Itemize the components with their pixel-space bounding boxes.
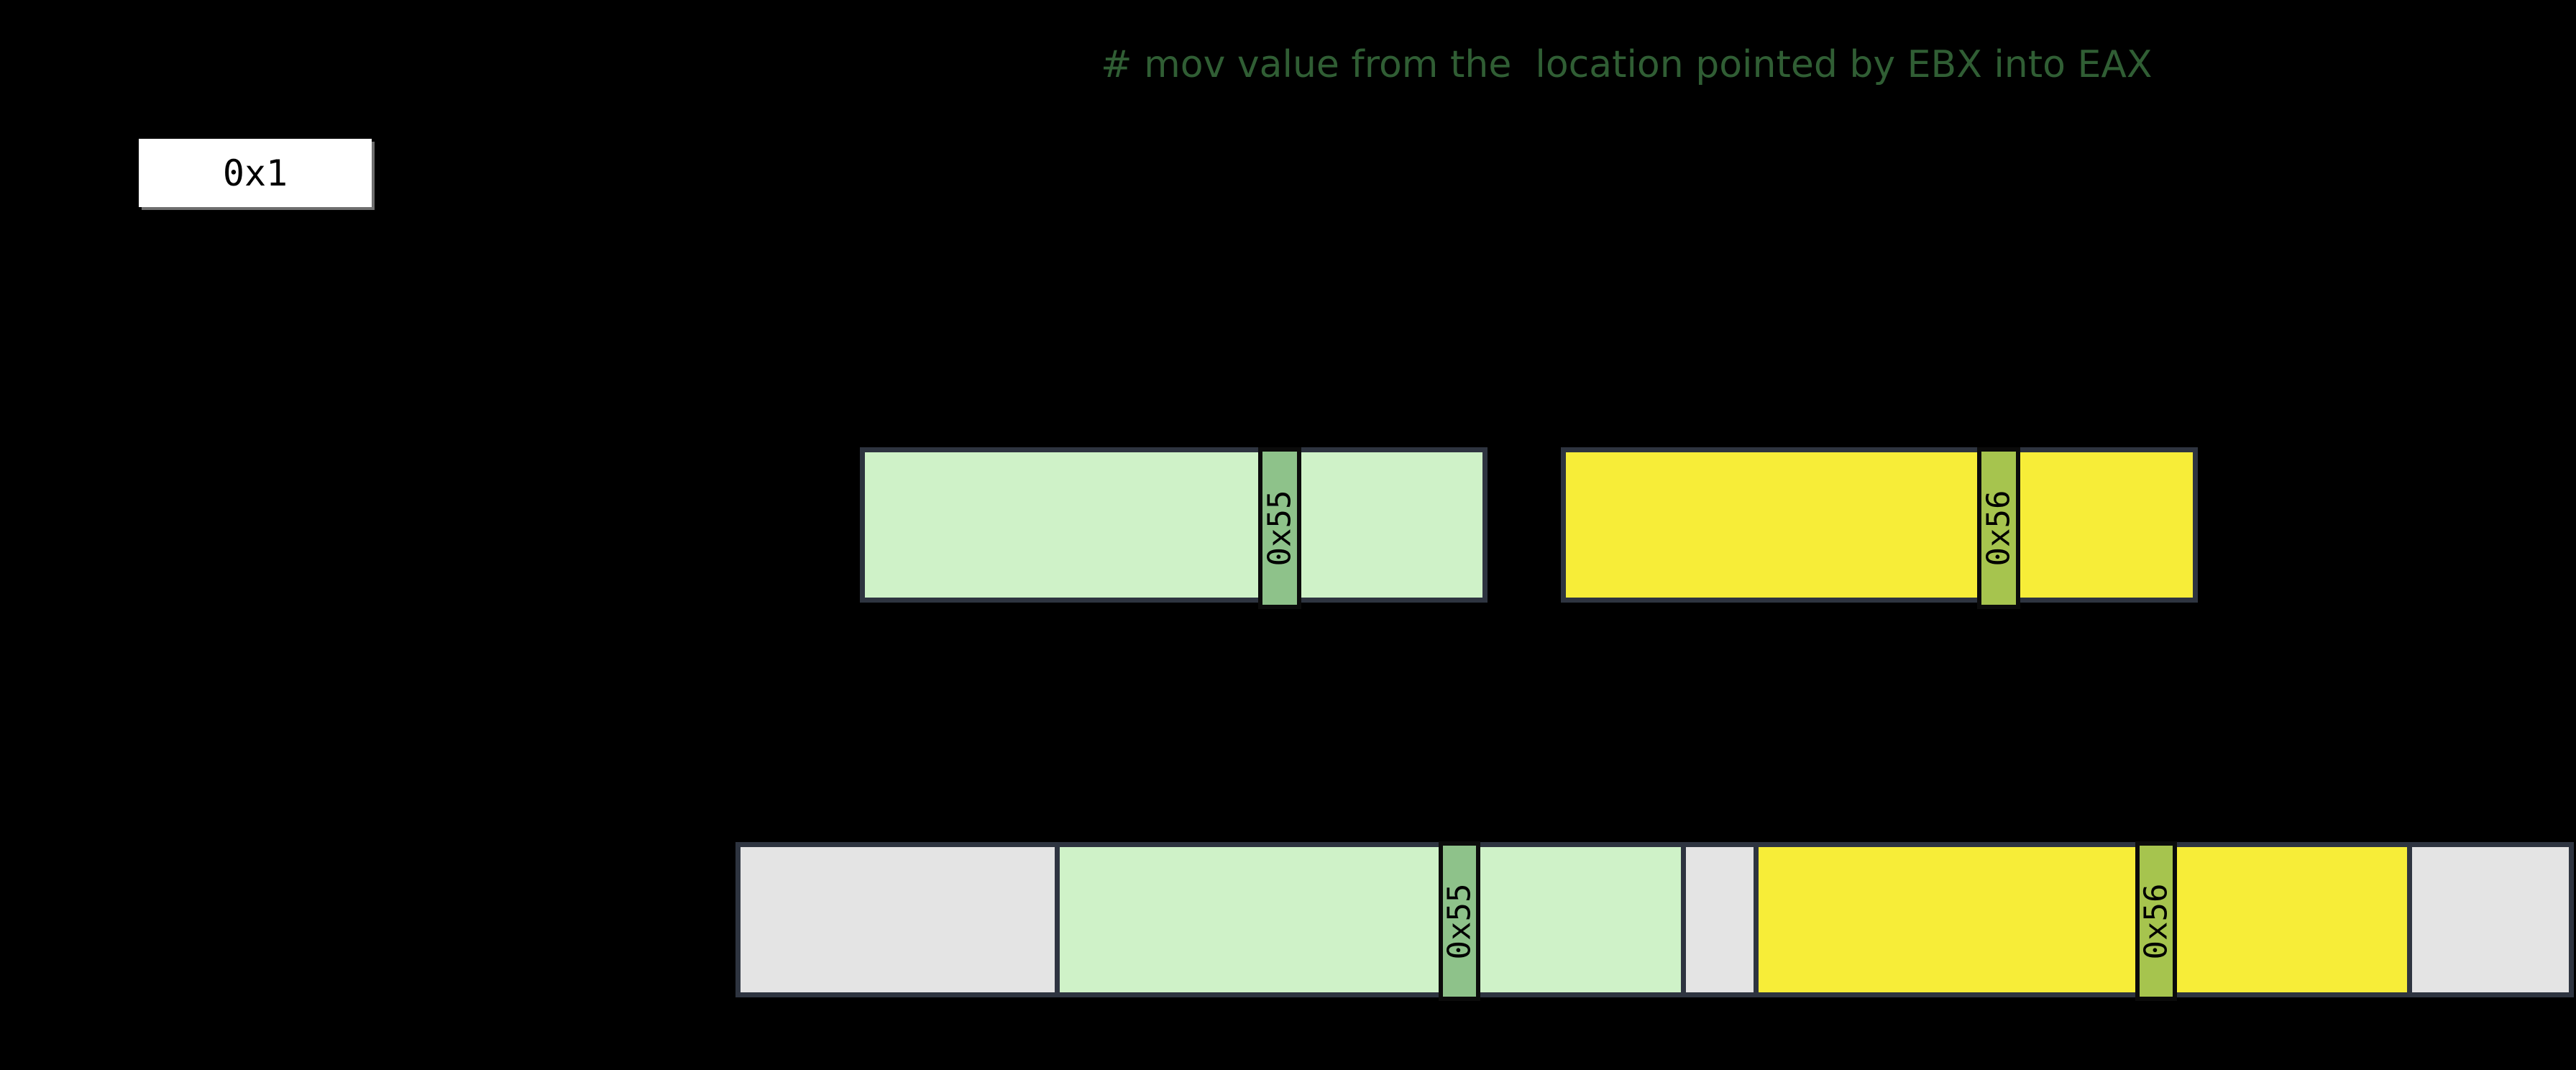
assembly-comment-text: # mov value from the location pointed by… (1101, 43, 2153, 86)
memory-divider (1754, 847, 1759, 992)
register-bar-yellow: 0x56 (1561, 447, 2198, 609)
register-value-text: 0x1 (222, 152, 288, 194)
memory-divider (2407, 847, 2412, 992)
memory-bar: 0x55 0x56 (735, 841, 2574, 1001)
memory-divider (1055, 847, 1060, 992)
address-strip-0x56: 0x56 (1977, 447, 2020, 609)
register-value-box: 0x1 (139, 139, 372, 207)
memory-address-label-0x55: 0x55 (1441, 883, 1478, 959)
memory-address-strip-0x55: 0x55 (1439, 841, 1480, 1001)
memory-address-strip-0x56: 0x56 (2135, 841, 2177, 1001)
address-label-0x56: 0x56 (1980, 490, 2017, 567)
memory-region-yellow (1759, 847, 2407, 992)
memory-address-label-0x56: 0x56 (2137, 883, 2175, 959)
address-strip-0x55: 0x55 (1258, 447, 1301, 609)
memory-region-green (1060, 847, 1681, 992)
register-bar-green: 0x55 (860, 447, 1488, 609)
memory-divider (1681, 847, 1686, 992)
address-label-0x55: 0x55 (1261, 490, 1298, 567)
